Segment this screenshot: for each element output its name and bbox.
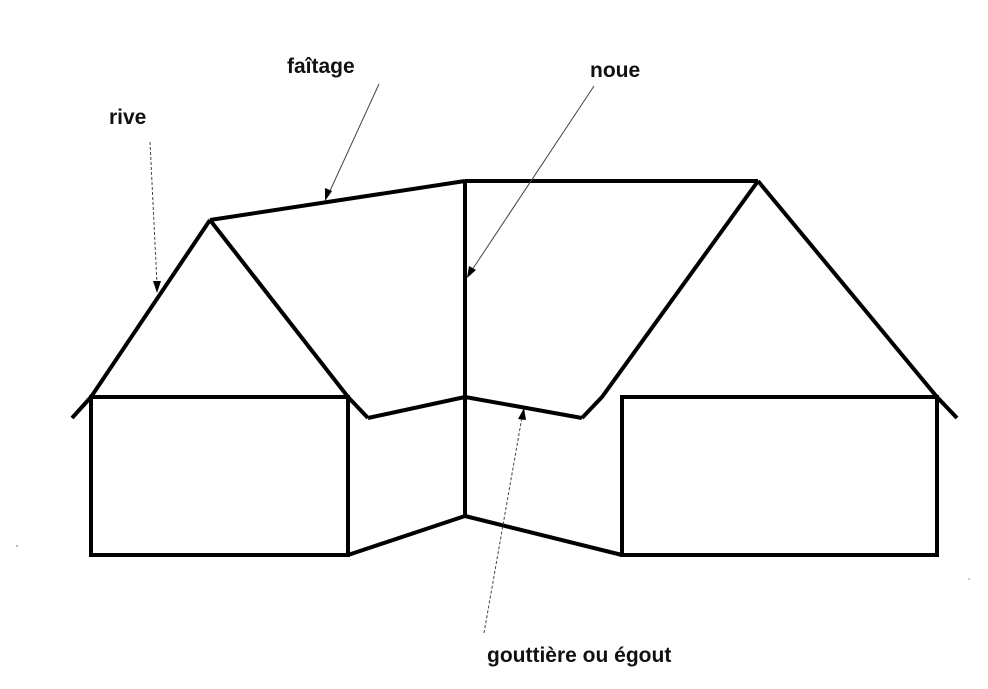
rive-label: rive: [109, 106, 146, 129]
faitage-label: faîtage: [287, 55, 355, 78]
right-wall: [620, 395, 939, 557]
left-ridge-line: [209, 179, 466, 222]
faitage-arrowhead: [325, 188, 332, 201]
noue-leader-line: [471, 85, 595, 271]
left-valley-eave: [367, 395, 466, 420]
rive-leader-line: [149, 141, 158, 285]
scan-speck: [968, 578, 970, 580]
rive-arrowhead: [153, 281, 161, 293]
gouttiere-label: gouttière ou égout: [487, 644, 671, 667]
middle-left-wall: [347, 514, 466, 557]
right-valley-eave: [464, 395, 583, 420]
noue-arrowhead: [467, 266, 476, 278]
gouttiere-leader-line: [483, 416, 523, 634]
middle-right-wall: [464, 514, 623, 557]
right-gable-inner-rake: [580, 179, 760, 420]
left-gable-outer-rake: [70, 218, 212, 420]
left-gable-inner-rake: [208, 218, 370, 420]
faitage-leader-line: [328, 83, 380, 194]
scan-speck: [15, 544, 19, 548]
left-wall: [89, 395, 350, 557]
right-gable-outer-rake: [756, 179, 959, 420]
gouttiere-arrowhead: [518, 408, 526, 420]
noue-label: noue: [590, 59, 640, 82]
